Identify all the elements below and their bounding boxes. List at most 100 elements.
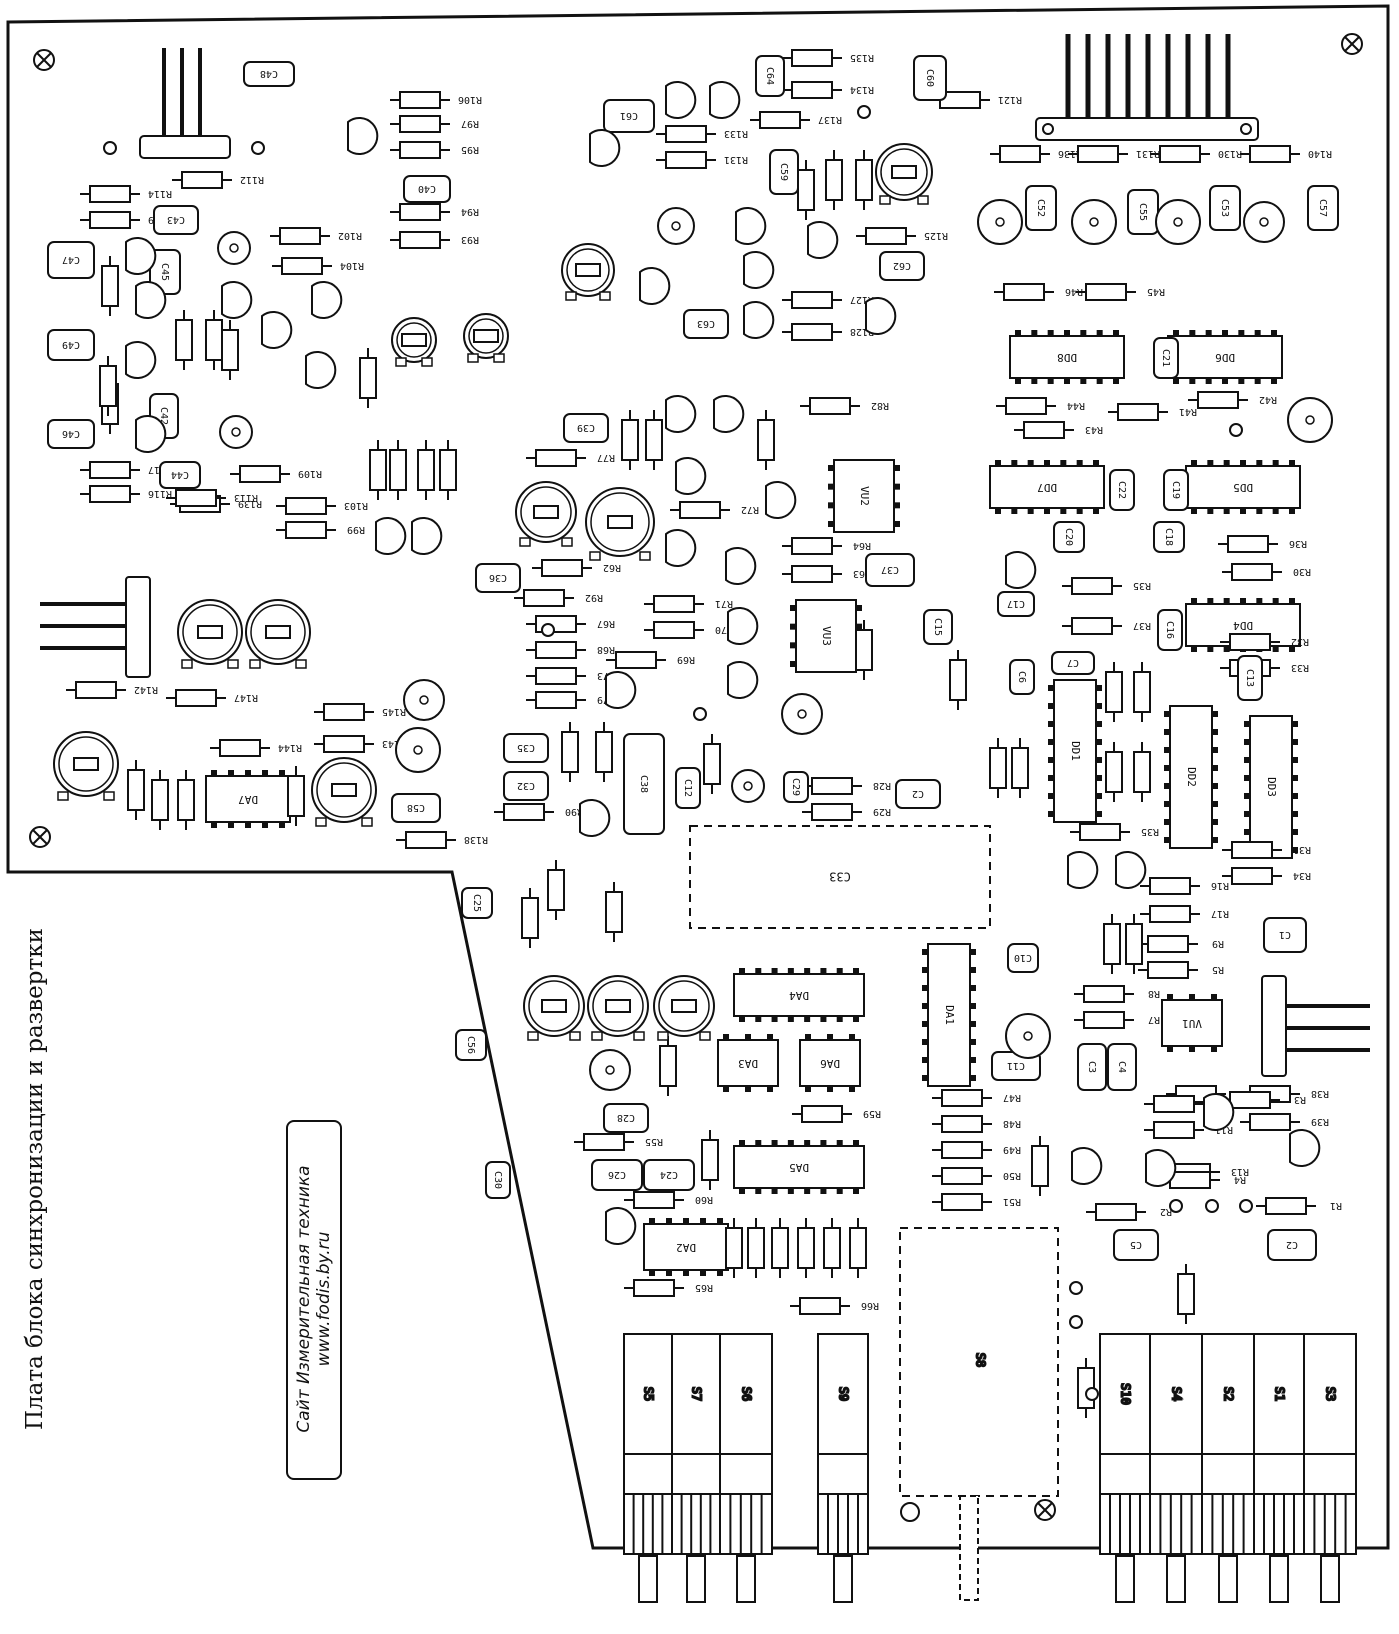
capacitor-c57: C57 [1307,185,1339,231]
capacitor-label: C18 [1163,528,1174,546]
resistor-label: R34 [1293,870,1311,881]
capacitor-c59: C59 [769,149,799,195]
resistor-label: R1 [1330,1200,1342,1211]
capacitor-label: C61 [620,110,638,121]
resistor-r69: R69 [606,651,695,669]
switch-label: S8 [974,1353,988,1367]
transistor [125,341,157,379]
resistor-r74 [645,410,663,470]
resistor-label: R42 [1259,394,1277,405]
ic-da2: DA2 [643,1218,729,1276]
resistor-label: R131 [1136,148,1160,159]
resistor-r21 [1105,662,1123,722]
resistor-r131: R131 [656,151,748,169]
trimmer-pot [177,599,243,669]
switch-s1: S1 [1253,1333,1305,1603]
electrolytic-capacitor [589,1049,631,1091]
capacitor-label: C39 [577,422,595,433]
resistor-r135: R135 [782,49,874,67]
resistor-label: R128 [850,326,874,337]
capacitor-label: C6 [1016,671,1027,683]
ic-label: DD8 [1057,351,1077,364]
resistor-r55: R55 [574,1133,663,1151]
transistor [1005,551,1037,589]
resistor-label: R3 [1294,1094,1306,1105]
capacitor-label: C53 [1219,199,1230,217]
resistor-r133: R133 [656,125,748,143]
transistor [589,129,621,167]
trimmer-pot [311,757,377,827]
capacitor-c5: C5 [1113,1229,1159,1261]
resistor-r35: R35 [1062,577,1151,595]
electrolytic-capacitor [731,769,765,803]
capacitor-c20: C20 [1053,521,1085,553]
electrolytic-capacitor [1287,397,1333,443]
resistor-r33: R33 [1220,659,1309,677]
capacitor-c6: C6 [1009,659,1035,695]
resistor-r11: R11 [1144,1121,1233,1139]
transistor [665,81,697,119]
resistor-label: R125 [924,230,948,241]
resistor-r42: R42 [1188,391,1277,409]
resistor-label: R59 [863,1108,881,1119]
capacitor-label: C7 [1067,657,1079,668]
capacitor-c12: C12 [675,767,701,809]
transistor [135,281,167,319]
capacitor-label: C26 [608,1169,626,1180]
capacitor-label: C3 [1086,1061,1097,1073]
capacitor-label: C49 [62,339,80,350]
resistor-r18 [949,650,967,710]
ic-label: DA1 [943,1005,956,1025]
resistor-r7: R7 [1074,1011,1160,1029]
ic-da7: DA7 [205,770,291,828]
capacitor-label: C1 [1279,929,1291,940]
resistor-label: R94 [461,206,479,217]
resistor-r46: R46 [994,283,1083,301]
resistor-label: R103 [344,500,368,511]
capacitor-label: C64 [764,67,775,85]
resistor-r80 [561,722,579,782]
resistor-r17: R17 [1140,905,1229,923]
resistor-r110 [151,770,169,830]
capacitor-label: C59 [778,163,789,181]
transistor [735,207,767,245]
trimmer-pot [875,143,933,205]
resistor-r34: R34 [1222,867,1311,885]
transistor [375,517,407,555]
electrolytic-capacitor [395,727,441,773]
trimmer-pot [515,481,577,547]
ic-vu1: VU1 [1161,994,1223,1052]
transistor [135,415,167,453]
capacitor-c24: C24 [643,1159,695,1191]
capacitor-label: C35 [517,742,535,753]
resistor-label: R17 [1211,908,1229,919]
test-point [1229,423,1243,437]
resistor-label: R93 [461,234,479,245]
resistor-r71: R71 [644,595,733,613]
electrolytic-capacitor [1071,199,1117,245]
resistor-label: R60 [695,1194,713,1205]
resistor-label: R48 [1003,1118,1021,1129]
test-point [1239,1199,1253,1213]
ic-label: DD2 [1185,767,1198,787]
ic-label: DA6 [820,1057,840,1070]
resistor-r98 [417,440,435,500]
capacitor-label: C2 [1286,1239,1298,1250]
test-point [1205,1199,1219,1213]
resistor-r47: R47 [932,1089,1021,1107]
resistor-r140: R140 [1240,145,1332,163]
resistor-r124 [855,150,873,210]
test-point [103,141,117,155]
resistor-r100 [389,440,407,500]
site-stamp: Сайт Измерительная техника www.fodis.by.… [286,1120,342,1480]
transistor [675,457,707,495]
capacitor-label: C52 [1035,199,1046,217]
resistor-r15 [1125,914,1143,974]
resistor-r82: R82 [800,397,889,415]
capacitor-label: C15 [932,618,943,636]
resistor-r54 [771,1218,789,1278]
transistor [727,661,759,699]
resistor-label: R137 [818,114,842,125]
resistor-r110 [205,310,223,370]
capacitor-label: C44 [171,469,189,480]
